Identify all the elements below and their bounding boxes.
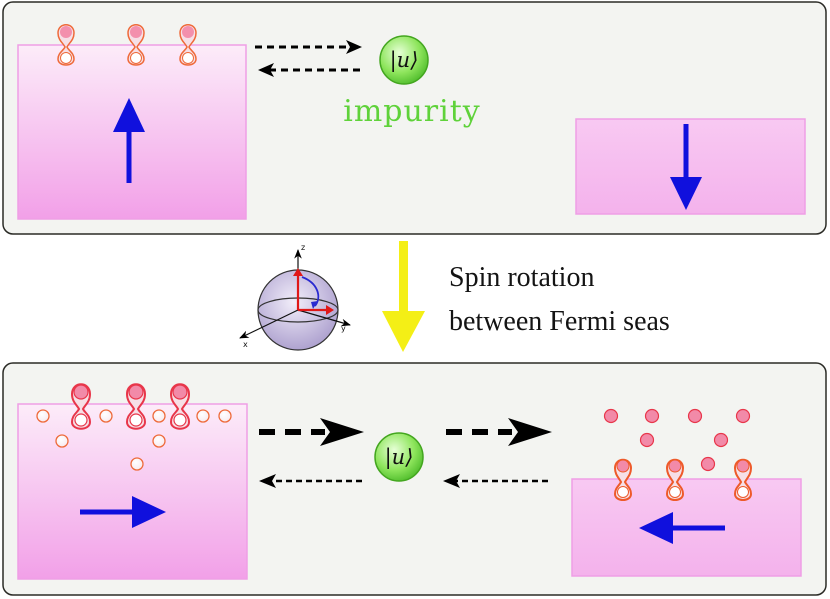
particles-right	[603, 408, 751, 472]
tunneling-arrows-top	[255, 40, 362, 77]
caption-line2: between Fermi seas	[449, 306, 670, 337]
impurity-top: |u⟩	[379, 35, 429, 85]
impurity-ket-top: |u⟩	[390, 48, 419, 73]
bloch-sphere: z x y	[239, 243, 351, 351]
particle-hole-pairs-top	[57, 24, 197, 66]
particle-hole-pair	[70, 383, 92, 430]
particle-hole-pair	[127, 24, 145, 66]
particle-hole-pair	[733, 458, 753, 501]
spin-down-arrow	[670, 124, 702, 210]
spin-left-arrow	[639, 512, 725, 544]
particle-hole-pair	[665, 458, 685, 501]
particle-hole-pair	[179, 24, 197, 66]
bloch-axis-z: z	[301, 243, 305, 252]
transition-arrow	[382, 241, 425, 352]
impurity-ket-bottom: |u⟩	[385, 445, 414, 470]
spin-right-arrow	[80, 496, 166, 528]
particle-hole-pair	[57, 24, 75, 66]
holes-left	[36, 409, 232, 471]
impurity-label: impurity	[343, 94, 481, 129]
particle-hole-pair	[125, 383, 147, 430]
fermi-sea-left-bottom	[17, 403, 248, 580]
particle-hole-pair	[169, 383, 191, 430]
particle-hole-pair	[613, 458, 633, 501]
tunneling-arrows-bottom	[259, 418, 552, 488]
impurity-bottom: |u⟩	[374, 432, 424, 482]
caption-line1: Spin rotation	[449, 262, 594, 293]
particle-hole-pairs-bottom-left	[70, 383, 191, 430]
particle-hole-pairs-bottom-right	[613, 458, 753, 501]
spin-up-arrow	[113, 98, 145, 183]
bloch-axis-y: y	[341, 324, 346, 333]
bloch-axis-x: x	[243, 340, 248, 349]
